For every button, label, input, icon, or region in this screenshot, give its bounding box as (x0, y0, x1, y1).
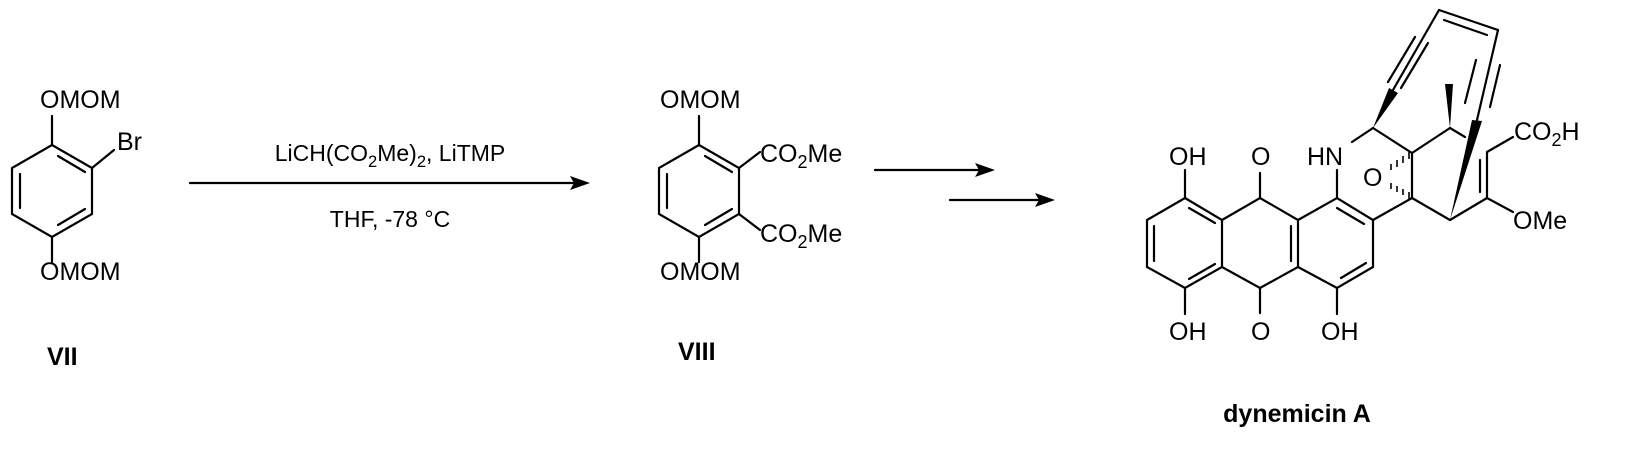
compound-label-viii: VIII (678, 338, 716, 366)
compound-dynemicin-a: OH O HN O CO2H OMe OH O OH dynemicin A (1145, 8, 1580, 428)
atom-o-epoxide: O (1363, 164, 1382, 192)
wedge-bond-methyl (1445, 84, 1453, 128)
reaction-arrow-step1 (188, 176, 590, 190)
viii-co2me-bottom: CO2Me (760, 220, 842, 252)
multistep-arrows (873, 163, 1055, 207)
wedge-bond-alkyne (1450, 120, 1482, 220)
atom-co2h: CO2H (1514, 118, 1580, 150)
atom-ome: OMe (1513, 207, 1567, 235)
vii-omom-bottom: OMOM (40, 258, 121, 286)
dynemicin-bonds (1145, 8, 1515, 316)
compound-label-vii: VII (47, 343, 78, 371)
vii-omom-top: OMOM (40, 86, 121, 114)
reagents-text: LiCH(CO2Me)2, LiTMP (275, 140, 506, 171)
atom-o-bottom: O (1251, 318, 1270, 346)
hash-bond-epoxide (1390, 152, 1410, 199)
viii-omom-bottom: OMOM (660, 258, 741, 286)
viii-bonds (657, 114, 762, 264)
compound-vii: OMOM Br OMOM VII (10, 86, 142, 371)
atom-oh-bottom-left: OH (1169, 318, 1207, 346)
viii-omom-top: OMOM (660, 86, 741, 114)
atom-oh-top-left: OH (1169, 143, 1207, 171)
vii-bonds (10, 114, 116, 264)
atom-o-top: O (1251, 143, 1270, 171)
compound-viii: OMOM CO2Me CO2Me OMOM VIII (657, 86, 842, 366)
vii-br: Br (117, 128, 142, 156)
compound-label-dynemicin-a: dynemicin A (1223, 400, 1371, 428)
atom-hn: HN (1307, 143, 1343, 171)
wedge-bond (1373, 88, 1398, 128)
conditions-text: THF, -78 °C (330, 206, 450, 232)
atom-oh-bottom-right: OH (1321, 318, 1359, 346)
viii-co2me-top: CO2Me (760, 140, 842, 172)
